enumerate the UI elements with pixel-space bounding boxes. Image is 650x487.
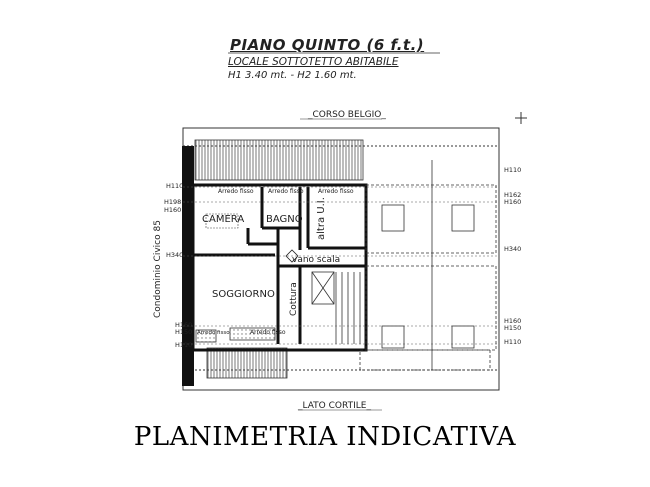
neighbour-label: Condominio Civico 85 <box>153 220 163 318</box>
fixed-unit <box>195 329 217 343</box>
street-top-label: _CORSO BELGIO_ <box>307 110 386 120</box>
plan-subtitle: LOCALE SOTTOTETTO ABITABILE <box>228 56 399 68</box>
height-marker: H150 <box>504 324 521 332</box>
fixed-mark-label: Arredo fisso <box>197 330 230 336</box>
height-marker: H110 <box>175 341 192 349</box>
fixed-mark-label: Arredo fisso <box>318 188 354 195</box>
height-marker: H160 <box>175 321 192 329</box>
corner-mark <box>515 112 527 124</box>
fixed-mark-label: Arredo fisso <box>218 188 254 195</box>
other-unit-label: altra U.I. <box>316 197 327 240</box>
fixed-mark-label: Arredo fisso <box>250 329 286 336</box>
adjacent-unit-outline <box>359 160 497 371</box>
roof-strip-top <box>194 139 364 181</box>
height-marker: H150 <box>175 328 192 336</box>
plan-caption: PLANIMETRIA INDICATIVA <box>133 422 517 452</box>
fixed-unit <box>229 327 276 341</box>
street-bottom-label: _LATO CORTILE_ <box>297 401 371 411</box>
height-marker: H198 <box>164 198 181 206</box>
stair-arrow-icon <box>285 249 299 263</box>
height-marker: H110 <box>504 166 521 174</box>
apartment-walls <box>191 183 368 352</box>
ceiling-heights: H1 3.40 mt. - H2 1.60 mt. <box>228 70 357 81</box>
height-marker: H160 <box>504 317 521 325</box>
roof-strip-bottom <box>206 347 288 379</box>
height-marker: H110 <box>166 182 183 190</box>
height-marker: H340 <box>504 245 521 253</box>
height-marker: H162 <box>504 191 521 199</box>
height-leader-lines <box>183 186 499 345</box>
height-marker: H160 <box>504 198 521 206</box>
room-camera-label: CAMERA <box>202 214 244 225</box>
plan-title: PIANO QUINTO (6 f.t.) <box>230 36 425 54</box>
room-cottura-label: Cottura <box>289 282 299 316</box>
fixed-mark-label: Arredo fisso <box>268 188 304 195</box>
stairwell <box>311 271 361 344</box>
room-vano-scala-label: vano scala <box>292 255 340 265</box>
height-marker: H160 <box>164 206 181 214</box>
room-soggiorno-label: SOGGIORNO <box>212 289 275 300</box>
height-marker: H340 <box>166 251 183 259</box>
height-marker: H110 <box>504 338 521 346</box>
wardrobe-outline <box>205 213 239 229</box>
room-bagno-label: BAGNO <box>266 214 303 225</box>
